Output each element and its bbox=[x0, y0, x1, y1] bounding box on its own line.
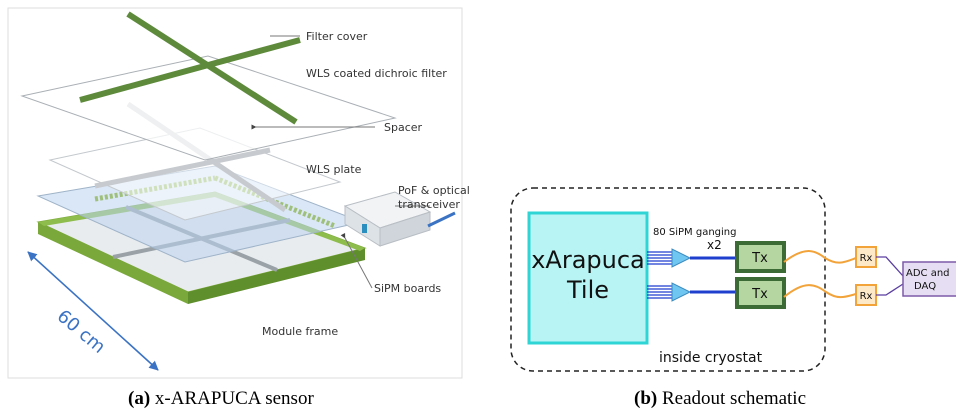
tile-label-line2: Tile bbox=[566, 276, 609, 304]
tx-box-bottom bbox=[735, 277, 786, 309]
label-filter-cover: Filter cover bbox=[306, 30, 368, 43]
caption-a: (a) x-ARAPUCA sensor bbox=[128, 388, 314, 410]
rx-label-bottom: Rx bbox=[860, 291, 873, 302]
ganging-label: 80 SiPM ganging bbox=[653, 227, 737, 238]
fiber-bundle-bottom bbox=[647, 285, 672, 299]
readout-schematic: xArapuca Tile 80 SiPM ganging x2 Tx bbox=[510, 187, 956, 372]
tx-box-top bbox=[735, 241, 786, 273]
adc-label-line2: DAQ bbox=[914, 281, 936, 292]
label-sipm-boards: SiPM boards bbox=[374, 282, 441, 295]
cryostat-label: inside cryostat bbox=[659, 350, 763, 366]
rx-to-adc-bottom bbox=[876, 283, 904, 296]
multiplier-label: x2 bbox=[707, 238, 722, 252]
dimension-arrow bbox=[27, 251, 159, 371]
wls-dichroic-filter bbox=[20, 55, 397, 161]
adc-label-line1: ADC and bbox=[906, 268, 950, 279]
label-spacer: Spacer bbox=[384, 121, 423, 134]
pof-transceiver-box bbox=[343, 191, 456, 247]
label-pof-line1: PoF & optical bbox=[398, 184, 470, 197]
rx-label-top: Rx bbox=[860, 253, 873, 264]
xarapuca-tile bbox=[527, 211, 649, 345]
tx-label-top: Tx bbox=[751, 251, 768, 266]
leader-lines bbox=[251, 35, 430, 289]
amplifier-triangle-bottom bbox=[671, 282, 692, 302]
label-pof-line2: transceiver bbox=[398, 198, 460, 211]
caption-b: (b) Readout schematic bbox=[634, 388, 806, 410]
rx-to-adc-top bbox=[876, 256, 904, 277]
tile-label-line1: xArapuca bbox=[531, 246, 645, 274]
adc-daq-box bbox=[902, 261, 956, 297]
cryostat-boundary bbox=[510, 187, 826, 372]
xarapuca-exploded-view: Filter cover WLS coated dichroic filter … bbox=[7, 7, 470, 379]
caption-a-text: x-ARAPUCA sensor bbox=[150, 388, 314, 409]
amplifier-triangle-top bbox=[671, 248, 692, 268]
label-wls-plate: WLS plate bbox=[306, 163, 362, 176]
optical-fiber-bottom bbox=[783, 284, 857, 299]
optical-fiber-top bbox=[783, 250, 857, 264]
filter-cover bbox=[79, 11, 301, 125]
tx-label-bottom: Tx bbox=[751, 287, 768, 302]
label-wls-filter: WLS coated dichroic filter bbox=[306, 67, 447, 80]
fiber-bundle-top bbox=[647, 251, 672, 265]
caption-b-text: Readout schematic bbox=[657, 388, 807, 409]
label-module-frame: Module frame bbox=[262, 325, 338, 338]
caption-a-tag: (a) bbox=[128, 388, 151, 409]
caption-b-tag: (b) bbox=[634, 388, 658, 409]
